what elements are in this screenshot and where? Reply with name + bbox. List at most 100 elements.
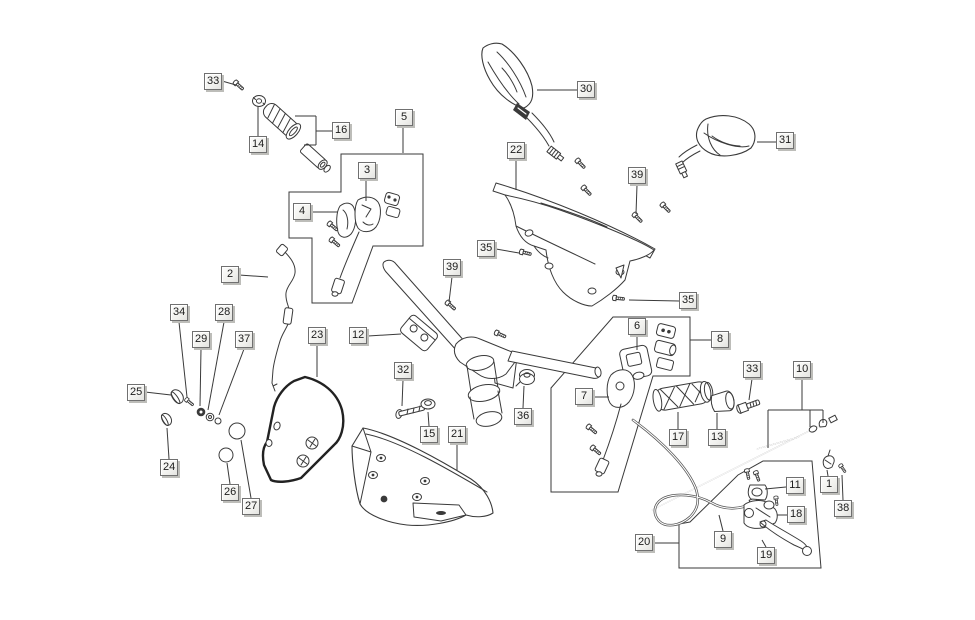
stem-nut-icon xyxy=(515,369,535,387)
leader-line-39 xyxy=(448,276,453,303)
leader-line-32 xyxy=(401,379,404,407)
leader-line-2 xyxy=(238,274,269,278)
callout-31: 31 xyxy=(776,132,795,149)
callout-4: 4 xyxy=(293,203,311,220)
callout-35: 35 xyxy=(477,240,496,257)
callout-19: 19 xyxy=(757,547,776,564)
callout-32: 32 xyxy=(394,362,413,379)
clamp-bolt-icon xyxy=(395,405,425,419)
callout-5: 5 xyxy=(395,109,413,126)
callout-29: 29 xyxy=(192,331,211,348)
callout-39: 39 xyxy=(443,259,462,276)
region-switch-assembly xyxy=(288,153,424,304)
callout-1: 1 xyxy=(820,476,838,493)
leader-line-38 xyxy=(841,474,844,501)
mirror-stem-icon xyxy=(675,160,688,179)
leader-line-26 xyxy=(226,462,231,485)
throttle-grip-icon xyxy=(262,103,302,140)
callout-28: 28 xyxy=(215,304,234,321)
knurled-ring-icon xyxy=(252,95,266,107)
master-cylinder-group xyxy=(743,449,848,556)
callout-27: 27 xyxy=(242,498,261,515)
callout-6: 6 xyxy=(628,318,646,335)
bar-end-icon xyxy=(710,390,735,412)
callout-26: 26 xyxy=(221,484,240,501)
leader-line-24 xyxy=(166,427,170,460)
plug-cap-icon xyxy=(218,447,234,463)
ignition-lock-icon xyxy=(231,78,331,173)
windshield-icon xyxy=(261,375,345,483)
callout-15: 15 xyxy=(420,426,439,443)
front-cover-icon xyxy=(351,427,494,526)
steering-stem-icon xyxy=(465,355,503,427)
callout-2: 2 xyxy=(221,266,239,283)
callout-11: 11 xyxy=(786,477,804,494)
callout-17: 17 xyxy=(669,429,688,446)
leader-line-12 xyxy=(367,333,402,337)
callout-9: 9 xyxy=(714,531,732,548)
region-right-controls xyxy=(550,316,691,493)
callout-12: 12 xyxy=(349,327,368,344)
right-mirror-icon xyxy=(675,115,756,179)
screw-boss-icon xyxy=(368,454,430,503)
callout-33: 33 xyxy=(204,73,223,90)
leader-line-33 xyxy=(748,378,753,401)
region-brake-lever xyxy=(678,460,822,569)
callout-20: 20 xyxy=(635,534,654,551)
leader-line-39 xyxy=(635,184,638,215)
switch-parts-icon xyxy=(653,323,677,371)
handlebar-cover-icon xyxy=(492,182,656,307)
leader-line-34 xyxy=(178,321,188,398)
callout-18: 18 xyxy=(787,506,806,523)
mirror-stem-icon xyxy=(546,145,565,162)
callout-37: 37 xyxy=(235,331,254,348)
bar-end-bolt-icon xyxy=(736,399,761,414)
leader-line-25 xyxy=(144,391,172,396)
handlebar-icon xyxy=(382,259,602,427)
handlebar-clamp-icon xyxy=(400,314,438,352)
washer-icon xyxy=(196,407,222,425)
leader-line-15 xyxy=(427,411,430,427)
leader-line-37 xyxy=(218,348,245,416)
callout-24: 24 xyxy=(160,459,179,476)
cap-icon xyxy=(160,412,173,427)
callout-10: 10 xyxy=(793,361,812,378)
leader-line-33 xyxy=(221,80,237,86)
plug-cap-icon xyxy=(228,422,246,440)
throttle-tube-icon xyxy=(299,143,331,173)
throttle-cable-icon xyxy=(271,243,296,392)
right-grip-icon xyxy=(652,380,714,412)
callout-34: 34 xyxy=(170,304,189,321)
callout-30: 30 xyxy=(577,81,596,98)
leader-line-29 xyxy=(199,348,202,407)
cable-loop-icon xyxy=(631,418,759,527)
leader-line-36 xyxy=(522,385,525,409)
leader-line-35 xyxy=(495,248,520,254)
brake-lever-icon xyxy=(759,519,812,556)
leader-line-27 xyxy=(240,439,252,499)
callout-35: 35 xyxy=(679,292,698,309)
leader-line-9 xyxy=(718,514,724,532)
callout-38: 38 xyxy=(834,500,853,517)
callout-25: 25 xyxy=(127,384,146,401)
callout-13: 13 xyxy=(708,429,727,446)
switch-assembly-icon xyxy=(325,191,401,297)
callout-8: 8 xyxy=(711,331,729,348)
parts-layer xyxy=(160,42,848,556)
callout-14: 14 xyxy=(249,136,268,153)
left-mirror-icon xyxy=(481,42,565,162)
callout-3: 3 xyxy=(358,162,376,179)
region-outlines xyxy=(288,153,822,569)
callout-7: 7 xyxy=(575,388,593,405)
callout-39: 39 xyxy=(628,167,647,184)
cap-icon xyxy=(170,389,184,405)
callout-23: 23 xyxy=(308,327,327,344)
leader-lines xyxy=(144,80,844,548)
callout-16: 16 xyxy=(332,122,351,139)
brake-lever-perch-icon xyxy=(584,369,635,477)
callout-36: 36 xyxy=(514,408,533,425)
leader-line-28 xyxy=(207,321,225,411)
leader-line-35 xyxy=(628,299,680,302)
callout-21: 21 xyxy=(448,426,467,443)
